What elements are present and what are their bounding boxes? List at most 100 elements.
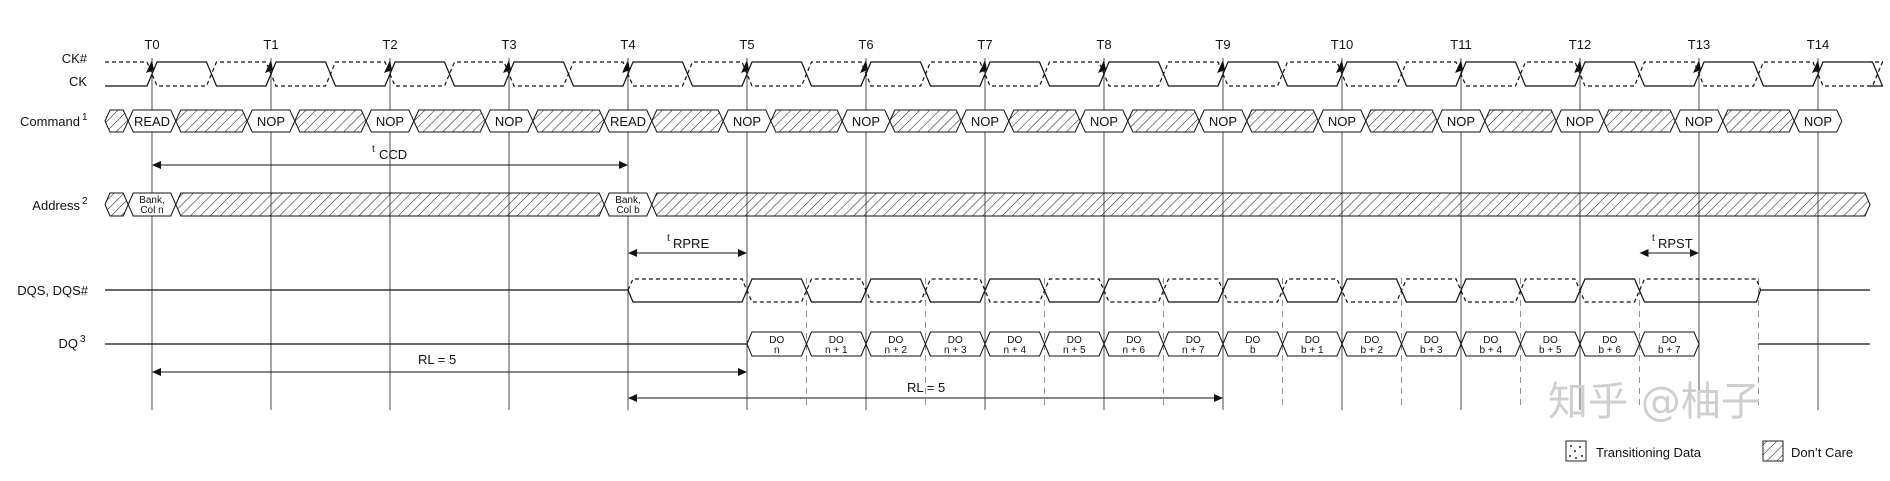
clock-edge-arrow <box>1455 60 1463 73</box>
tick-label: T13 <box>1688 37 1710 52</box>
tccd-label: CCD <box>379 147 407 162</box>
timing-arrows <box>152 161 1699 402</box>
tccd-annotation: t CCD <box>372 144 407 162</box>
address-label-sup: 2 <box>82 196 88 207</box>
dq-cell-line2: b + 3 <box>1420 345 1443 356</box>
trpst-label: RPST <box>1658 236 1693 251</box>
dq-cell-line2: n + 2 <box>884 345 907 356</box>
dqs-label: DQS, DQS# <box>17 283 89 298</box>
clock-edge-arrow <box>503 60 511 73</box>
clock-edge-arrow <box>1217 60 1225 73</box>
tick-label: T12 <box>1569 37 1591 52</box>
trpre-annotation: t RPRE <box>667 233 709 251</box>
clock-edge-arrow <box>1098 60 1106 73</box>
ck-n-trace <box>105 61 1884 87</box>
command-cell-label: NOP <box>852 114 880 129</box>
trpre-label: RPRE <box>673 236 709 251</box>
trpst-sup: t <box>1652 233 1655 244</box>
dq-cell-line2: n + 1 <box>825 345 848 356</box>
command-cell-label: NOP <box>1804 114 1832 129</box>
dqs-trace <box>105 278 1870 303</box>
dq-cell-line1: DO <box>769 335 784 346</box>
dq-cell <box>1638 331 1700 357</box>
tick-label: T8 <box>1096 37 1111 52</box>
dq-cell-line2: n + 6 <box>1122 345 1145 356</box>
address-dont-care <box>651 192 1871 217</box>
clock-edge-arrow <box>1336 60 1344 73</box>
rl1-label: RL = 5 <box>418 352 456 367</box>
tick-label: T3 <box>501 37 516 52</box>
command-dont-care <box>1246 109 1319 133</box>
command-dont-care <box>1722 109 1795 133</box>
clock-tick-labels: T0 T1 T2 T3 T4 T5 T6 T7 T8 T9 T10 T11 T1… <box>144 37 1829 52</box>
dq-cell-line1: DO <box>1364 335 1379 346</box>
clock-waveform <box>105 60 1884 87</box>
dq-cell-line2: b + 5 <box>1539 345 1562 356</box>
dq-cell-line1: DO <box>1067 335 1082 346</box>
address-dont-care <box>104 192 129 217</box>
dq-cell-line1: DO <box>1007 335 1022 346</box>
rl2-arrow-head <box>1214 394 1223 402</box>
dq-cell-line2: n + 4 <box>1003 345 1026 356</box>
tick-label: T4 <box>620 37 635 52</box>
dq-cell-line1: DO <box>829 335 844 346</box>
tick-label: T0 <box>144 37 159 52</box>
command-cell-label: NOP <box>1209 114 1237 129</box>
dq-cell-line1: DO <box>1305 335 1320 346</box>
command-dont-care <box>889 109 962 133</box>
dqs-waveform <box>105 278 1870 303</box>
command-dont-care <box>294 109 367 133</box>
tick-label: T6 <box>858 37 873 52</box>
trpst-arrow-head <box>1639 249 1649 257</box>
command-cell-label: NOP <box>1090 114 1118 129</box>
tick-label: T7 <box>977 37 992 52</box>
clock-edge-arrow <box>265 60 273 73</box>
watermark-text: 知乎 @柚子 <box>1548 379 1761 425</box>
dq-label-text: DQ <box>59 336 79 351</box>
dq-cell-line2: b + 1 <box>1301 345 1324 356</box>
dq-label: DQ 3 <box>59 334 87 351</box>
command-dont-care <box>1603 109 1676 133</box>
address-cell-line1: Bank, <box>139 195 165 206</box>
dq-cell-line2: b + 7 <box>1658 345 1681 356</box>
dq-cell-line2: b + 2 <box>1360 345 1383 356</box>
dq-cell-line1: DO <box>1126 335 1141 346</box>
address-cell-line1: Bank, <box>615 195 641 206</box>
ck-label: CK <box>69 74 87 89</box>
rl1-arrow-head <box>152 368 161 376</box>
dq-cell-line2: b + 4 <box>1479 345 1502 356</box>
tick-label: T5 <box>739 37 754 52</box>
command-dont-care <box>1008 109 1081 133</box>
dont-care-swatch <box>1762 440 1784 462</box>
trpre-sup: t <box>667 233 670 244</box>
legend: Transitioning Data Don’t Care <box>1565 440 1853 462</box>
dq-cell-line1: DO <box>1602 335 1617 346</box>
command-dont-care <box>104 109 129 133</box>
ck-trace <box>105 61 1884 87</box>
trpst-arrow-head <box>1690 249 1699 257</box>
tick-label: T10 <box>1331 37 1353 52</box>
address-cell-line2: Col b <box>616 205 640 216</box>
dq-cell-line1: DO <box>888 335 903 346</box>
rl1-arrow-head <box>738 368 747 376</box>
tick-label: T11 <box>1450 37 1471 52</box>
address-label-text: Address <box>32 198 80 213</box>
clock-edge-arrow <box>860 60 868 73</box>
dont-care-label: Don’t Care <box>1791 445 1853 460</box>
dq-cell-line1: DO <box>1186 335 1201 346</box>
command-cell-label: NOP <box>1566 114 1594 129</box>
command-cell-label: NOP <box>733 114 761 129</box>
dq-cell-line2: n + 3 <box>944 345 967 356</box>
command-label-text: Command <box>20 114 80 129</box>
command-cell-label: NOP <box>1685 114 1713 129</box>
command-cell-label: NOP <box>376 114 404 129</box>
tccd-arrow-head <box>619 161 628 169</box>
command-label-sup: 1 <box>82 112 88 123</box>
command-dont-care <box>1127 109 1200 133</box>
clock-edge-arrow <box>384 60 392 73</box>
dq-label-sup: 3 <box>80 334 86 345</box>
transitioning-data-label: Transitioning Data <box>1596 445 1702 460</box>
dq-cell-line1: DO <box>1662 335 1677 346</box>
